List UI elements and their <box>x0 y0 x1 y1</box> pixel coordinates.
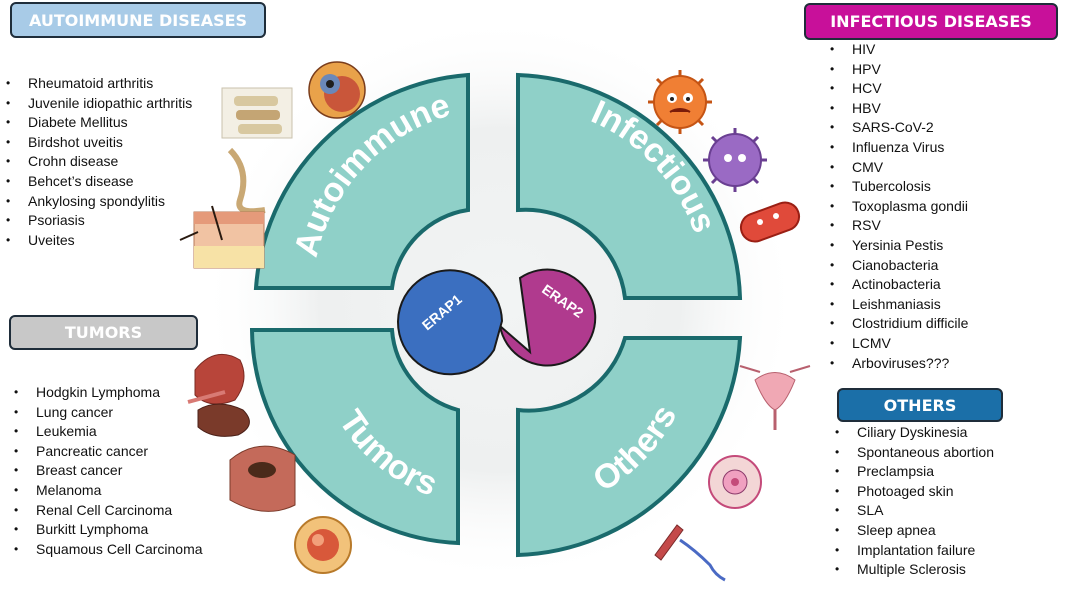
disease-list-item: Ankylosing spondylitis <box>6 192 192 212</box>
disease-list-item: Arboviruses??? <box>830 354 968 374</box>
eye-illustration-icon <box>308 61 366 119</box>
tumor-list: Hodgkin LymphomaLung cancerLeukemiaPancr… <box>14 383 203 560</box>
uterus-illustration-icon <box>739 365 811 430</box>
disease-list-item: Actinobacteria <box>830 275 968 295</box>
disease-list-item: Melanoma <box>14 481 203 501</box>
disease-list-item: Hodgkin Lymphoma <box>14 383 203 403</box>
disease-list-item: Pancreatic cancer <box>14 442 203 462</box>
disease-list-item: CMV <box>830 158 968 178</box>
virus-orange-icon <box>648 70 712 134</box>
skin-layers-illustration-icon <box>179 205 265 269</box>
neuron-illustration-icon <box>654 524 726 582</box>
disease-list-item: Cianobacteria <box>830 256 968 276</box>
disease-list-item: Leishmaniasis <box>830 295 968 315</box>
disease-list-item: RSV <box>830 216 968 236</box>
disease-list-item: Breast cancer <box>14 461 203 481</box>
disease-list-item: Ciliary Dyskinesia <box>835 423 994 443</box>
spine-illustration-icon <box>221 87 293 215</box>
disease-list-item: SLA <box>835 501 994 521</box>
infectious-diseases-badge: INFECTIOUS DISEASES <box>804 3 1058 40</box>
disease-list-item: Spontaneous abortion <box>835 443 994 463</box>
disease-list-item: Diabete Mellitus <box>6 113 192 133</box>
tumors-badge: TUMORS <box>9 315 198 350</box>
disease-list-item: Psoriasis <box>6 211 192 231</box>
disease-list-item: Juvenile idiopathic arthritis <box>6 94 192 114</box>
disease-list-item: HBV <box>830 99 968 119</box>
disease-list-item: Sleep apnea <box>835 521 994 541</box>
disease-list-item: Photoaged skin <box>835 482 994 502</box>
disease-list-item: Toxoplasma gondii <box>830 197 968 217</box>
disease-list-item: Crohn disease <box>6 152 192 172</box>
bacterium-red-icon <box>739 201 801 243</box>
disease-list-item: Lung cancer <box>14 403 203 423</box>
infectious-arc <box>516 72 743 300</box>
disease-list-item: SARS-CoV-2 <box>830 118 968 138</box>
disease-list-item: Burkitt Lymphoma <box>14 520 203 540</box>
virus-purple-icon <box>703 128 767 192</box>
disease-list-item: Preclampsia <box>835 462 994 482</box>
others-arc <box>516 336 743 558</box>
disease-list-item: Rheumatoid arthritis <box>6 74 192 94</box>
autoimmune-disease-list: Rheumatoid arthritisJuvenile idiopathic … <box>6 74 192 251</box>
disease-list-item: LCMV <box>830 334 968 354</box>
tumor-cell-illustration-icon <box>294 516 352 574</box>
disease-list-item: Uveites <box>6 231 192 251</box>
ciliated-cell-illustration-icon <box>708 455 762 509</box>
tumors-arc <box>249 328 460 546</box>
others-badge: OTHERS <box>837 388 1003 422</box>
disease-list-item: HIV <box>830 40 968 60</box>
others-disease-list: Ciliary DyskinesiaSpontaneous abortionPr… <box>835 423 994 580</box>
disease-list-item: HPV <box>830 60 968 80</box>
disease-list-item: Tubercolosis <box>830 177 968 197</box>
disease-list-item: Renal Cell Carcinoma <box>14 501 203 521</box>
disease-list-item: Clostridium difficile <box>830 314 969 334</box>
autoimmune-diseases-badge: AUTOIMMUNE DISEASES <box>10 2 266 38</box>
disease-list-item: Yersinia Pestis <box>830 236 968 256</box>
erap1-shape <box>397 269 504 376</box>
erap2-shape <box>498 268 597 367</box>
disease-list-item: Behcet’s disease <box>6 172 192 192</box>
melanoma-skin-illustration-icon <box>229 445 296 512</box>
disease-list-item: Multiple Sclerosis <box>835 560 994 580</box>
disease-list-item: Implantation failure <box>835 541 994 561</box>
infectious-disease-list: HIVHPVHCVHBVSARS-CoV-2Influenza VirusCMV… <box>830 40 969 374</box>
lung-illustration-icon <box>187 353 250 437</box>
disease-list-item: Influenza Virus <box>830 138 968 158</box>
disease-list-item: Birdshot uveitis <box>6 133 192 153</box>
disease-list-item: Squamous Cell Carcinoma <box>14 540 202 560</box>
disease-list-item: HCV <box>830 79 968 99</box>
disease-list-item: Leukemia <box>14 422 203 442</box>
